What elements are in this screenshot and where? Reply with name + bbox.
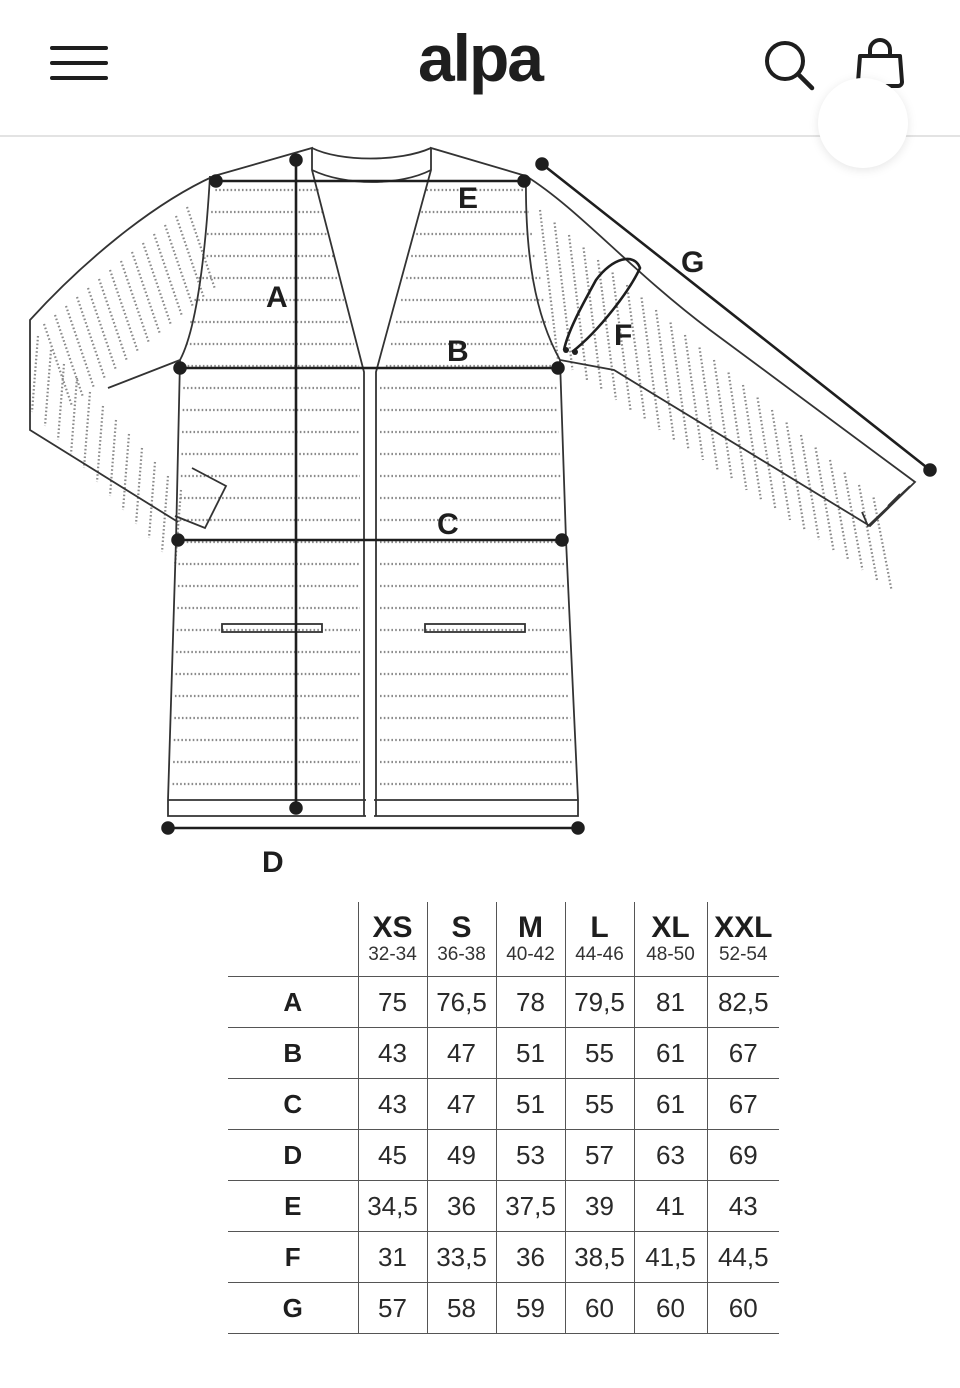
label-a: A: [266, 281, 288, 314]
measurement-cell: 47: [426, 1027, 497, 1079]
measurement-cell: 53: [495, 1129, 566, 1181]
measurement-cell: 60: [633, 1282, 708, 1334]
measurement-cell: 78: [495, 976, 566, 1028]
table-corner: [228, 902, 359, 977]
measurement-cell: 43: [357, 1027, 428, 1079]
measurement-cell: 55: [564, 1027, 635, 1079]
measurement-cell: 57: [357, 1282, 428, 1334]
brand-logo[interactable]: alpa: [417, 21, 544, 95]
measurement-cell: 69: [706, 1129, 779, 1181]
row-label: A: [228, 976, 359, 1028]
label-b: B: [447, 335, 469, 368]
label-c: C: [437, 508, 459, 541]
measurement-lines: [161, 153, 937, 835]
row-label: G: [228, 1282, 359, 1334]
label-d: D: [262, 846, 284, 879]
measurement-cell: 34,5: [357, 1180, 428, 1232]
measurement-cell: 43: [706, 1180, 779, 1232]
row-label: D: [228, 1129, 359, 1181]
app-header: alpa: [0, 0, 960, 137]
measurement-cell: 38,5: [564, 1231, 635, 1283]
label-f: F: [614, 319, 632, 352]
measurement-cell: 37,5: [495, 1180, 566, 1232]
measurement-cell: 51: [495, 1027, 566, 1079]
cardigan-measurement-diagram: A B C D E F G: [29, 146, 937, 879]
measurement-cell: 57: [564, 1129, 635, 1181]
measurement-cell: 36: [495, 1231, 566, 1283]
measurement-cell: 44,5: [706, 1231, 779, 1283]
measurement-cell: 63: [633, 1129, 708, 1181]
measurement-cell: 31: [357, 1231, 428, 1283]
measurement-cell: 49: [426, 1129, 497, 1181]
measurement-cell: 55: [564, 1078, 635, 1130]
measurement-cell: 67: [706, 1027, 779, 1079]
row-label: F: [228, 1231, 359, 1283]
measurement-cell: 45: [357, 1129, 428, 1181]
cardigan-outline: [29, 146, 917, 817]
measurement-cell: 58: [426, 1282, 497, 1334]
knit-texture: [30, 188, 893, 786]
measurement-cell: 61: [633, 1027, 708, 1079]
floating-button[interactable]: [818, 78, 908, 168]
measurement-cell: 41: [633, 1180, 708, 1232]
measurement-cell: 79,5: [564, 976, 635, 1028]
measurement-cell: 33,5: [426, 1231, 497, 1283]
measurement-cell: 75: [357, 976, 428, 1028]
row-label: B: [228, 1027, 359, 1079]
measurement-cell: 36: [426, 1180, 497, 1232]
measurement-cell: 39: [564, 1180, 635, 1232]
measurement-cell: 51: [495, 1078, 566, 1130]
measurement-cell: 81: [633, 976, 708, 1028]
measurement-cell: 82,5: [706, 976, 779, 1028]
search-icon[interactable]: [762, 36, 818, 94]
hamburger-menu-icon[interactable]: [50, 42, 108, 84]
measurement-cell: 47: [426, 1078, 497, 1130]
measurement-cell: 60: [564, 1282, 635, 1334]
measurement-cell: 41,5: [633, 1231, 708, 1283]
measurement-cell: 76,5: [426, 976, 497, 1028]
row-label: C: [228, 1078, 359, 1130]
armhole-measure-loop: [562, 257, 642, 354]
measurement-cell: 60: [706, 1282, 779, 1334]
row-label: E: [228, 1180, 359, 1232]
label-g: G: [681, 246, 704, 279]
measurement-cell: 61: [633, 1078, 708, 1130]
label-e: E: [458, 182, 478, 215]
measurement-cell: 43: [357, 1078, 428, 1130]
measurement-cell: 67: [706, 1078, 779, 1130]
measurement-cell: 59: [495, 1282, 566, 1334]
